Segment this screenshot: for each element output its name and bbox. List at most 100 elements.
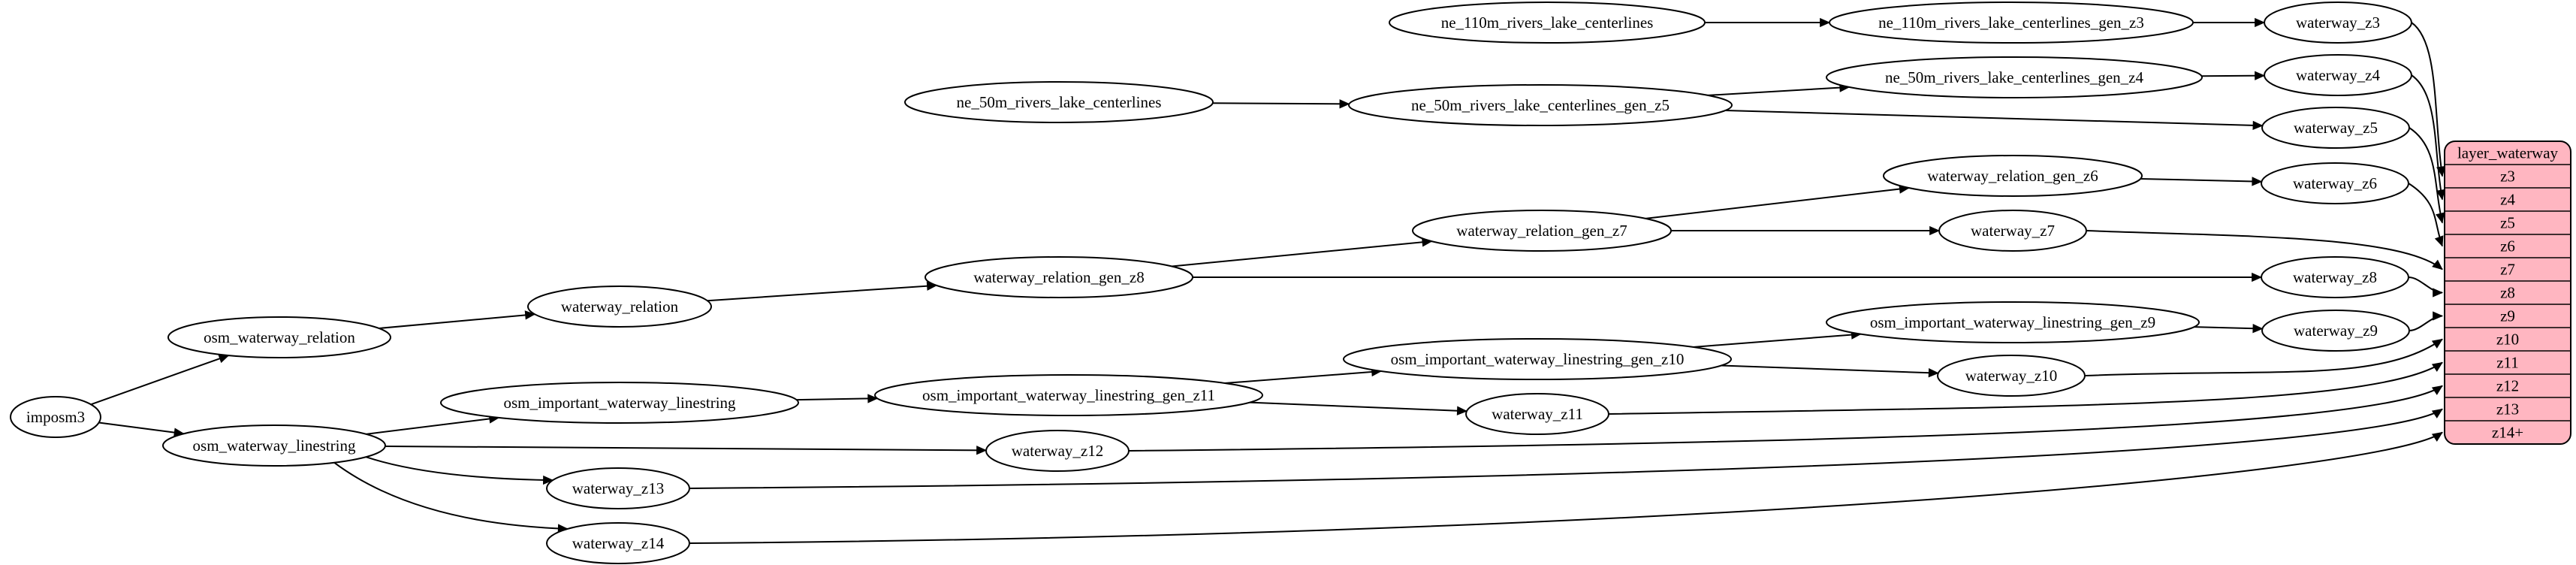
node-waterway_relation: waterway_relation [527, 286, 712, 328]
waterway_z10-ellipse [1937, 355, 2086, 397]
node-waterway_z8: waterway_z8 [2261, 256, 2409, 298]
edge-waterway_z13-to-layer_waterway-z13 [689, 408, 2443, 489]
edge-waterway_z12-to-layer_waterway-z12 [1128, 385, 2443, 452]
edge-waterway_relation_gen_z8-to-waterway_relation_gen_z7 [1172, 237, 1433, 267]
edge-osm_waterway_linestring-to-waterway_z14 [333, 461, 569, 533]
edge-ne_50m_rivers_lake_centerlines_gen_z5-to-ne_50m_rivers_lake_centerlines_gen_z4 [1708, 83, 1851, 96]
edge-waterway_z10-to-layer_waterway-z10 [2084, 338, 2443, 376]
edge-waterway_z4-to-layer_waterway-z4 [2411, 74, 2445, 201]
waterway_z5-ellipse [2261, 107, 2410, 149]
edges-layer [90, 17, 2446, 544]
ne_110m_rivers_lake_centerlines_gen_z3-ellipse [1829, 2, 2194, 44]
waterway_relation_gen_z7-ellipse [1412, 210, 1672, 252]
node-osm_important_waterway_linestring_gen_z9: osm_important_waterway_linestring_gen_z9 [1826, 301, 2200, 343]
waterway_z13-label: waterway_z13 [572, 479, 664, 497]
waterway_z9-ellipse [2261, 310, 2410, 352]
node-ne_110m_rivers_lake_centerlines: ne_110m_rivers_lake_centerlines [1389, 2, 1706, 44]
edge-osm_important_waterway_linestring_gen_z10-to-waterway_z10 [1721, 364, 1939, 378]
edge-waterway_z8-to-layer_waterway-z8 [2408, 276, 2444, 298]
node-waterway_relation_gen_z8: waterway_relation_gen_z8 [925, 256, 1193, 298]
ne_50m_rivers_lake_centerlines_gen_z5-ellipse [1348, 84, 1733, 126]
waterway_z6-label: waterway_z6 [2293, 174, 2377, 192]
ne_110m_rivers_lake_centerlines_gen_z3-label: ne_110m_rivers_lake_centerlines_gen_z3 [1878, 14, 2144, 32]
waterway_z7-label: waterway_z7 [1971, 222, 2055, 240]
edge-osm_waterway_linestring-to-waterway_z13 [365, 456, 554, 485]
edge-ne_50m_rivers_lake_centerlines_gen_z4-to-waterway_z4 [2201, 71, 2266, 80]
waterway_z14-ellipse [546, 522, 690, 564]
edge-waterway_z5-to-layer_waterway-z5 [2409, 127, 2445, 224]
waterway_z11-label: waterway_z11 [1492, 405, 1583, 423]
edge-osm_important_waterway_linestring_gen_z11-to-osm_important_waterway_linestring_gen_z10 [1224, 367, 1383, 385]
waterway_z13-ellipse [546, 467, 690, 509]
node-osm_important_waterway_linestring: osm_important_waterway_linestring [440, 382, 799, 424]
table-layer: layer_waterwayz3z4z5z6z7z8z9z10z11z12z13… [2444, 140, 2571, 445]
osm_waterway_linestring-label: osm_waterway_linestring [193, 437, 356, 455]
osm_important_waterway_linestring_gen_z9-label: osm_important_waterway_linestring_gen_z9 [1870, 313, 2155, 331]
node-waterway_relation_gen_z7: waterway_relation_gen_z7 [1412, 210, 1672, 252]
ne_50m_rivers_lake_centerlines-label: ne_50m_rivers_lake_centerlines [957, 93, 1162, 111]
table-title: layer_waterway [2457, 144, 2559, 162]
ne_50m_rivers_lake_centerlines-ellipse [904, 81, 1214, 123]
table-row-z11: z11 [2496, 354, 2519, 372]
table-row-z3: z3 [2500, 168, 2515, 186]
edge-osm_waterway_linestring-to-waterway_z12 [385, 445, 988, 455]
ne_50m_rivers_lake_centerlines_gen_z4-label: ne_50m_rivers_lake_centerlines_gen_z4 [1885, 68, 2144, 86]
edge-osm_important_waterway_linestring_gen_z10-to-osm_important_waterway_linestring_gen_z9 [1693, 330, 1862, 348]
osm_important_waterway_linestring-label: osm_important_waterway_linestring [503, 394, 736, 412]
node-ne_50m_rivers_lake_centerlines_gen_z4: ne_50m_rivers_lake_centerlines_gen_z4 [1826, 56, 2203, 98]
waterway_relation_gen_z8-ellipse [925, 256, 1193, 298]
osm_waterway_relation-ellipse [167, 316, 391, 358]
edge-waterway_relation_gen_z6-to-waterway_z6 [2140, 177, 2263, 186]
edge-osm_waterway_relation-to-waterway_relation [379, 310, 536, 329]
osm_important_waterway_linestring_gen_z11-ellipse [874, 374, 1263, 416]
node-waterway_z14: waterway_z14 [546, 522, 690, 564]
edge-imposm3-to-osm_waterway_linestring [98, 421, 185, 437]
node-waterway_z4: waterway_z4 [2264, 54, 2412, 96]
waterway_z3-label: waterway_z3 [2296, 14, 2380, 32]
node-waterway_z7: waterway_z7 [1938, 210, 2087, 252]
osm_important_waterway_linestring_gen_z10-label: osm_important_waterway_linestring_gen_z1… [1391, 350, 1685, 368]
osm_important_waterway_linestring-ellipse [440, 382, 799, 424]
table-row-z6: z6 [2500, 237, 2515, 255]
waterway_relation_gen_z8-label: waterway_relation_gen_z8 [973, 268, 1144, 286]
osm_important_waterway_linestring_gen_z9-ellipse [1826, 301, 2200, 343]
node-waterway_relation_gen_z6: waterway_relation_gen_z6 [1883, 155, 2143, 197]
node-waterway_z10: waterway_z10 [1937, 355, 2086, 397]
osm_waterway_linestring-ellipse [162, 425, 386, 467]
waterway_z3-ellipse [2264, 2, 2412, 44]
waterway_relation_gen_z7-label: waterway_relation_gen_z7 [1456, 222, 1627, 240]
imposm3-label: imposm3 [26, 408, 85, 426]
waterway_z14-label: waterway_z14 [572, 534, 665, 552]
table-row-z5: z5 [2500, 214, 2515, 232]
node-ne_50m_rivers_lake_centerlines_gen_z5: ne_50m_rivers_lake_centerlines_gen_z5 [1348, 84, 1733, 126]
ne_110m_rivers_lake_centerlines-label: ne_110m_rivers_lake_centerlines [1441, 14, 1654, 32]
imposm3-ellipse [10, 396, 101, 438]
edge-waterway_relation-to-waterway_relation_gen_z8 [707, 281, 938, 302]
waterway_z11-ellipse [1465, 393, 1609, 435]
node-imposm3: imposm3 [10, 396, 101, 438]
osm_important_waterway_linestring_gen_z11-label: osm_important_waterway_linestring_gen_z1… [922, 386, 1215, 404]
waterway_z12-ellipse [985, 430, 1130, 472]
edge-osm_important_waterway_linestring_gen_z11-to-waterway_z11 [1249, 401, 1468, 415]
ne_110m_rivers_lake_centerlines-ellipse [1389, 2, 1706, 44]
table-row-z10: z10 [2496, 331, 2519, 349]
table-row-z13: z13 [2496, 400, 2519, 418]
edge-waterway_relation_gen_z7-to-waterway_relation_gen_z6 [1645, 184, 1910, 219]
waterway_z4-ellipse [2264, 54, 2412, 96]
edge-osm_waterway_linestring-to-osm_important_waterway_linestring [366, 414, 500, 435]
table-row-z9: z9 [2500, 307, 2515, 325]
waterway_z8-label: waterway_z8 [2293, 268, 2377, 286]
edge-waterway_z11-to-layer_waterway-z11 [1608, 361, 2443, 415]
edge-imposm3-to-osm_waterway_relation [90, 354, 230, 406]
ne_50m_rivers_lake_centerlines_gen_z5-label: ne_50m_rivers_lake_centerlines_gen_z5 [1411, 96, 1670, 114]
waterway_relation-label: waterway_relation [561, 298, 679, 316]
waterway_z12-label: waterway_z12 [1012, 442, 1103, 460]
node-waterway_z5: waterway_z5 [2261, 107, 2410, 149]
ne_50m_rivers_lake_centerlines_gen_z4-ellipse [1826, 56, 2203, 98]
edge-osm_important_waterway_linestring_gen_z9-to-waterway_z9 [2194, 324, 2264, 334]
nodes-layer: ne_110m_rivers_lake_centerlines ne_110m_r… [10, 2, 2412, 564]
node-ne_50m_rivers_lake_centerlines: ne_50m_rivers_lake_centerlines [904, 81, 1214, 123]
waterway_relation_gen_z6-label: waterway_relation_gen_z6 [1927, 167, 2098, 185]
